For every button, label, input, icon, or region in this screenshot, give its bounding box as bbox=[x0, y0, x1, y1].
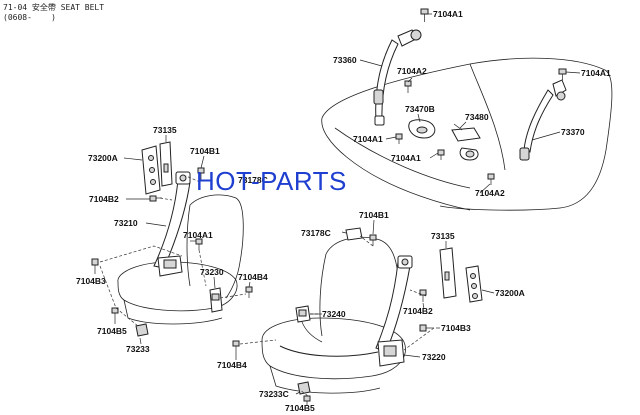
height-adjuster-73200a-right bbox=[465, 265, 483, 303]
label-7104b2-right[interactable]: 7104B2 bbox=[403, 306, 433, 316]
label-73370[interactable]: 73370 bbox=[561, 127, 585, 137]
label-73178c-right[interactable]: 73178C bbox=[301, 228, 331, 238]
label-7104b4-right[interactable]: 7104B4 bbox=[217, 360, 247, 370]
label-73200a-left[interactable]: 73200A bbox=[88, 153, 118, 163]
label-7104b2-left[interactable]: 7104B2 bbox=[89, 194, 119, 204]
label-7104a2-low[interactable]: 7104A2 bbox=[475, 188, 505, 198]
cover-73233 bbox=[135, 323, 149, 337]
label-73220[interactable]: 73220 bbox=[422, 352, 446, 362]
label-7104b3-left[interactable]: 7104B3 bbox=[76, 276, 106, 286]
label-7104a1-left[interactable]: 7104A1 bbox=[183, 230, 213, 240]
label-73135-left[interactable]: 73135 bbox=[153, 125, 177, 135]
label-73240[interactable]: 73240 bbox=[322, 309, 346, 319]
label-73480[interactable]: 73480 bbox=[465, 112, 489, 122]
bolt-7104a1-top bbox=[420, 8, 429, 22]
buckle-73470b bbox=[408, 119, 436, 139]
height-adjuster-73200a-left bbox=[141, 145, 161, 195]
bolt-7104b1-right bbox=[369, 234, 377, 246]
front-right-belt-73220 bbox=[279, 255, 413, 367]
label-7104b4-left[interactable]: 7104B4 bbox=[238, 272, 268, 282]
bolt-7104b4-right bbox=[232, 340, 240, 352]
cover-73233c bbox=[297, 381, 311, 395]
buckle-73480 bbox=[451, 123, 481, 161]
cover-73135-right bbox=[439, 247, 457, 299]
label-73360[interactable]: 73360 bbox=[333, 55, 357, 65]
front-left-belt-73210 bbox=[153, 171, 191, 277]
diagram-title: 71-04 安全帶 SEAT BELT bbox=[3, 3, 105, 12]
bolt-7104b2-right bbox=[419, 289, 427, 302]
rear-belt-73370 bbox=[519, 79, 567, 161]
label-7104b3-right[interactable]: 7104B3 bbox=[441, 323, 471, 333]
bolt-7104a1-right bbox=[558, 68, 567, 80]
bolt-7104a1-mid2 bbox=[437, 149, 445, 160]
cover-73135-left bbox=[159, 141, 173, 187]
bolt-7104a2-top bbox=[404, 80, 412, 93]
label-7104b5-left[interactable]: 7104B5 bbox=[97, 326, 127, 336]
label-73178c-left[interactable]: 73178C bbox=[238, 175, 268, 185]
label-7104a1-right[interactable]: 7104A1 bbox=[581, 68, 611, 78]
bolt-7104b5-left bbox=[111, 307, 119, 318]
watermark-text: HOT-PARTS bbox=[196, 166, 347, 196]
label-7104b5-right[interactable]: 7104B5 bbox=[285, 403, 315, 413]
label-73230[interactable]: 73230 bbox=[200, 267, 224, 277]
label-7104b1-left[interactable]: 7104B1 bbox=[190, 146, 220, 156]
rear-belt-73360 bbox=[373, 29, 422, 126]
label-7104a1-mid2[interactable]: 7104A1 bbox=[391, 153, 421, 163]
label-73210[interactable]: 73210 bbox=[114, 218, 138, 228]
label-7104b1-right[interactable]: 7104B1 bbox=[359, 210, 389, 220]
label-73135-right[interactable]: 73135 bbox=[431, 231, 455, 241]
label-7104a2-top[interactable]: 7104A2 bbox=[397, 66, 427, 76]
bolt-7104b5-right bbox=[303, 395, 311, 406]
label-73233[interactable]: 73233 bbox=[126, 344, 150, 354]
bolt-7104b3-left bbox=[91, 258, 99, 272]
buckle-73230 bbox=[209, 287, 223, 313]
buckle-73240 bbox=[295, 305, 323, 343]
cover-73178c-right bbox=[345, 227, 363, 241]
label-7104a1-mid[interactable]: 7104A1 bbox=[353, 134, 383, 144]
label-7104a1-top[interactable]: 7104A1 bbox=[433, 9, 463, 19]
bolt-7104a1-left bbox=[195, 238, 203, 250]
label-73233c[interactable]: 73233C bbox=[259, 389, 289, 399]
bolt-7104b3-right bbox=[419, 324, 434, 332]
rear-bench-seat bbox=[321, 57, 613, 211]
label-73470b[interactable]: 73470B bbox=[405, 104, 435, 114]
label-73200a-right[interactable]: 73200A bbox=[495, 288, 525, 298]
bolt-7104a2-low bbox=[487, 173, 495, 185]
bolt-7104a1-mid bbox=[395, 133, 403, 144]
bolt-7104b4-left bbox=[245, 286, 253, 298]
leader-lines bbox=[94, 13, 581, 395]
diagram-date-range: (0608- ) bbox=[3, 13, 56, 22]
bolt-7104b2-left bbox=[149, 195, 162, 202]
